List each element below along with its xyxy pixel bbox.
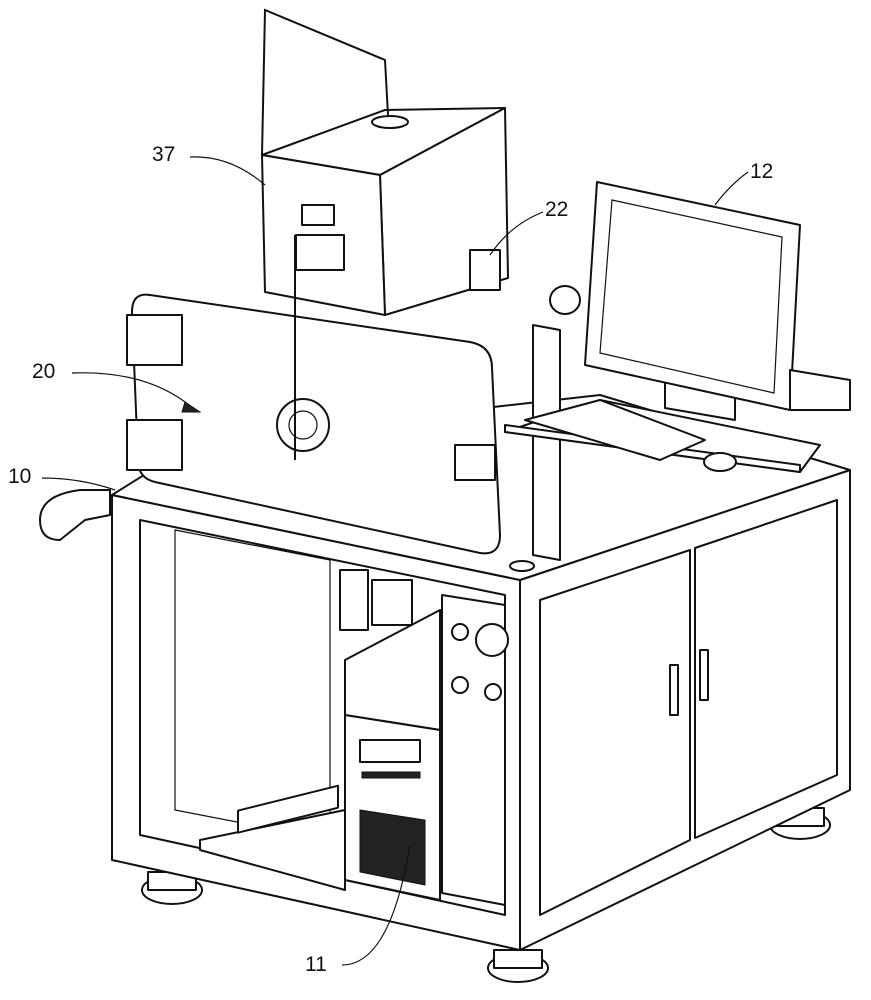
pipes (39, 489, 413, 631)
label-11: 11 (305, 953, 327, 976)
label-22: 22 (545, 198, 569, 221)
label-10: 10 (8, 465, 32, 488)
vacuum-chamber (126, 293, 501, 555)
keyboard-tray (504, 324, 821, 561)
label-20: 20 (32, 360, 56, 383)
label-12: 12 (750, 160, 774, 183)
box-37 (261, 8, 581, 460)
monitor (584, 181, 851, 421)
computer-tower (344, 609, 441, 901)
control-panel (441, 594, 509, 906)
label-37: 37 (152, 143, 176, 166)
cabinet-doors (539, 499, 838, 916)
leader-lines (41, 156, 749, 966)
